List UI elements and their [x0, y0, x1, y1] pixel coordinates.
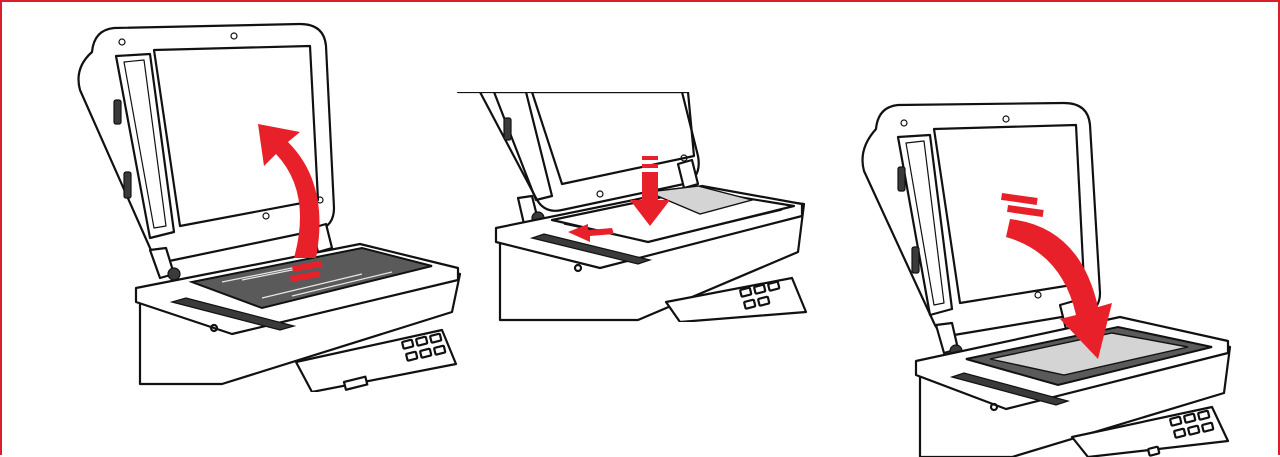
step-3-close-lid-illustration	[842, 97, 1242, 457]
step-1-open-lid-illustration	[62, 12, 472, 392]
step-2-place-document-illustration	[452, 92, 822, 322]
